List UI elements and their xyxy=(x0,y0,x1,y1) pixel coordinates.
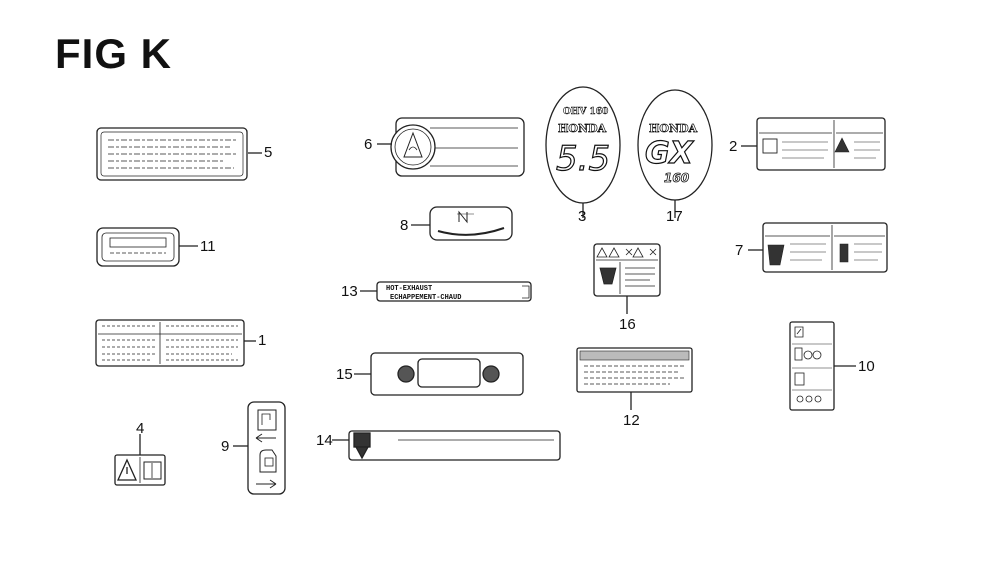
decal-17-gx-emblem xyxy=(637,89,713,218)
decal-1-label xyxy=(95,319,256,367)
callout-4: 4 xyxy=(136,420,145,437)
figure-title: FIG K xyxy=(55,30,172,77)
callout-11: 11 xyxy=(200,238,216,255)
callout-13: 13 xyxy=(341,283,358,300)
emblem-17-gx-text: GX xyxy=(645,136,695,171)
callout-5: 5 xyxy=(264,144,273,161)
decal-15-bar xyxy=(354,352,524,396)
decal-14-long-strip xyxy=(332,430,561,461)
emblem-3-power-text: 5.5 xyxy=(556,139,610,179)
decal-4-warning-icons xyxy=(114,434,166,486)
decal-9-fuel-label xyxy=(233,401,286,495)
emblem-3-honda-text: HONDA xyxy=(558,122,607,135)
hot-exhaust-text-1: HOT-EXHAUST xyxy=(386,285,432,293)
emblem-3-engine-text: OHV 160 xyxy=(563,107,608,117)
emblem-17-honda-text: HONDA xyxy=(649,122,698,135)
decal-11-label xyxy=(96,227,198,267)
decal-5-warning-label xyxy=(96,127,262,181)
callout-12: 12 xyxy=(623,412,640,429)
callout-15: 15 xyxy=(336,366,353,383)
decal-3-oval-emblem xyxy=(545,86,621,218)
callout-3: 3 xyxy=(578,208,587,225)
decal-13-hot-exhaust-strip xyxy=(360,281,532,302)
callout-10: 10 xyxy=(858,358,875,375)
callout-8: 8 xyxy=(400,217,409,234)
callout-7: 7 xyxy=(735,242,744,259)
callout-1: 1 xyxy=(258,332,267,349)
callout-14: 14 xyxy=(316,432,333,449)
decal-2-dual-warning xyxy=(741,117,886,171)
decal-16-icon-panel xyxy=(593,243,661,314)
decal-7-dual-warning xyxy=(748,222,888,273)
callout-16: 16 xyxy=(619,316,636,333)
decal-6-logo-band xyxy=(377,117,525,177)
callout-9: 9 xyxy=(221,438,230,455)
callout-6: 6 xyxy=(364,136,373,153)
decal-12-label xyxy=(576,347,693,410)
decal-10-icon-card xyxy=(789,321,856,411)
hot-exhaust-text-2: ECHAPPEMENT-CHAUD xyxy=(390,294,461,302)
callout-17: 17 xyxy=(666,208,683,225)
decal-8-n-label xyxy=(411,206,513,241)
callout-2: 2 xyxy=(729,138,738,155)
emblem-17-model-text: 160 xyxy=(664,171,689,185)
